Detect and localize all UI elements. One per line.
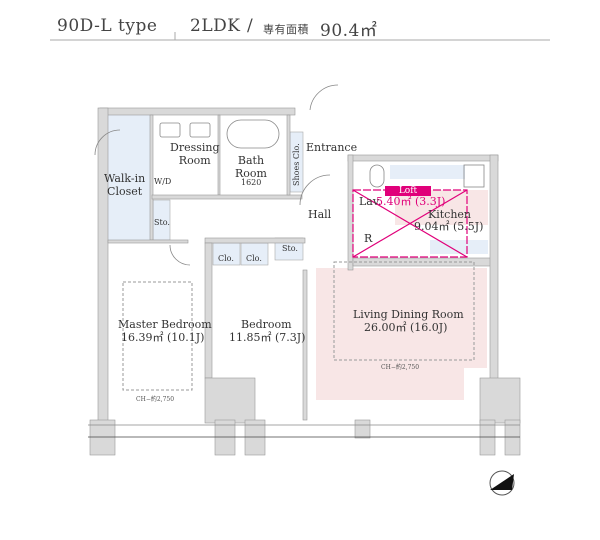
header-separator: / bbox=[247, 16, 254, 36]
label-clo-2: Clo. bbox=[246, 254, 262, 263]
label-kitchen-area: 9.04㎡ (5.5J) bbox=[414, 220, 484, 233]
balcony bbox=[88, 424, 520, 438]
label-dressing-room: Dressing Room bbox=[170, 141, 220, 167]
sink-left bbox=[159, 122, 181, 138]
label-entrance: Entrance bbox=[306, 141, 358, 154]
loft-badge: Loft bbox=[385, 186, 431, 196]
label-wd: W/D bbox=[154, 177, 172, 186]
label-walk-in-closet: Walk-in Closet bbox=[104, 172, 146, 198]
fixtures bbox=[94, 84, 485, 266]
label-loft-area: 5.40㎡ (3.3J) bbox=[376, 195, 446, 208]
label-bedroom-area: 11.85㎡ (7.3J) bbox=[229, 331, 306, 344]
label-sto-1: Sto. bbox=[154, 218, 170, 227]
label-hall: Hall bbox=[308, 208, 332, 221]
area-value: 90.4㎡ bbox=[320, 21, 378, 41]
area-label: 専有面積 bbox=[263, 23, 309, 36]
label-clo-1: Clo. bbox=[218, 254, 234, 263]
sink-right bbox=[189, 122, 211, 138]
compass-icon bbox=[489, 470, 515, 496]
label-r: R bbox=[364, 232, 373, 245]
layout-type: 2LDK bbox=[190, 16, 241, 36]
walls bbox=[89, 107, 521, 456]
walk-in-closet-floor bbox=[108, 115, 150, 240]
kitchen-counter-back bbox=[390, 165, 465, 179]
stove-icon bbox=[463, 164, 485, 188]
label-bedroom: Bedroom bbox=[241, 318, 292, 331]
label-shoes-closet: Shoes Clo. bbox=[291, 143, 301, 186]
label-lav: Lav. bbox=[359, 195, 382, 208]
ldr-dashed-outline bbox=[333, 261, 475, 361]
entrance-door bbox=[309, 84, 339, 111]
label-ceiling-height-ldr: CH−約2,750 bbox=[381, 364, 420, 371]
label-bath-room: Bath Room bbox=[235, 154, 267, 180]
label-ldr-area: 26.00㎡ (16.0J) bbox=[364, 321, 448, 334]
label-master-bedroom: Master Bedroom bbox=[118, 318, 212, 331]
label-master-bedroom-area: 16.39㎡ (10.1J) bbox=[121, 331, 205, 344]
unit-type: 90D-L type bbox=[57, 16, 158, 36]
bed-outline bbox=[122, 281, 193, 391]
label-kitchen: Kitchen bbox=[428, 208, 471, 221]
toilet-icon bbox=[369, 164, 385, 188]
ldr-floor bbox=[316, 268, 487, 400]
bathtub-icon bbox=[226, 119, 280, 149]
label-ceiling-height-master: CH−約2,750 bbox=[136, 396, 175, 403]
label-sto-2: Sto. bbox=[282, 244, 298, 253]
label-ldr: Living Dining Room bbox=[353, 308, 464, 321]
label-bath-size: 1620 bbox=[241, 178, 262, 187]
